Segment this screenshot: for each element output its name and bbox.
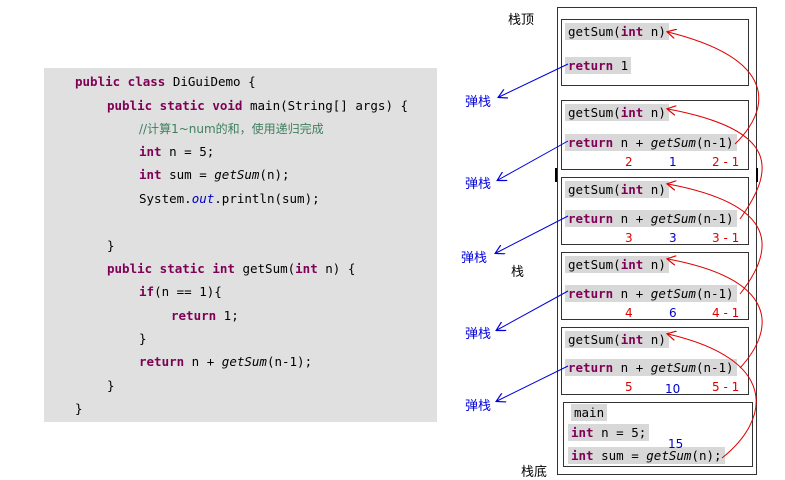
- stack-label: 栈: [511, 265, 525, 280]
- pop-arrow-1: [499, 63, 569, 97]
- code-line-if: if(n == 1){: [139, 284, 222, 299]
- call-arrow-4: [668, 259, 763, 369]
- stack-frame-n3: getSum(int n) return n + getSum(n-1) 3 3…: [561, 177, 749, 245]
- pop-label-3: 弹栈: [461, 251, 488, 266]
- frame-top-return: return 1: [565, 57, 632, 74]
- pop-arrow-2: [498, 140, 569, 180]
- code-line-n: int n = 5;: [139, 144, 215, 159]
- stack-frame-main: main int n = 5; int sum = getSum(n); 15: [563, 402, 753, 467]
- code-line-main: public static void main(String[] args) {: [107, 98, 409, 113]
- code-line-return1: return 1;: [171, 308, 239, 323]
- stack-top-label: 栈顶: [508, 13, 535, 28]
- code-line-class: public class DiGuiDemo {: [75, 74, 256, 89]
- code-line-println: System.out.println(sum);: [139, 191, 320, 206]
- code-line-sum: int sum = getSum(n);: [139, 167, 290, 182]
- call-arrow-1: [668, 32, 760, 145]
- frame-top-header: getSum(int n): [565, 23, 669, 40]
- code-line-close-if: }: [139, 331, 147, 346]
- code-line-getsum: public static int getSum(int n) {: [107, 261, 356, 276]
- frame-n2-arg: 2 - 1: [712, 155, 740, 169]
- call-arrow-2: [668, 109, 763, 220]
- pop-label-1: 弹栈: [465, 95, 492, 110]
- frame-main-line-n: int n = 5;: [568, 424, 650, 441]
- call-arrow-3: [668, 184, 763, 295]
- frame-n3-return: return n + getSum(n-1): [565, 210, 737, 227]
- frame-main-header: main: [571, 404, 608, 421]
- code-line-close-main: }: [107, 238, 115, 253]
- frame-n5-arg: 5 - 1: [712, 380, 740, 394]
- frame-n4-result: 6: [669, 306, 677, 320]
- frame-n3-n-value: 3: [625, 231, 633, 245]
- pop-label-4: 弹栈: [465, 327, 492, 342]
- frame-n5-n-value: 5: [625, 380, 633, 394]
- frame-main-result: 15: [668, 437, 684, 451]
- pop-label-2: 弹栈: [465, 177, 492, 192]
- frame-n5-result: 10: [665, 382, 681, 396]
- stack-frame-n5: getSum(int n) return n + getSum(n-1) 5 1…: [561, 327, 749, 396]
- frame-n4-n-value: 4: [625, 306, 633, 320]
- stack-frame-top: getSum(int n) return 1: [561, 19, 749, 86]
- stack-bottom-label: 栈底: [521, 465, 548, 480]
- frame-n2-result: 1: [669, 155, 677, 169]
- frame-n4-arg: 4 - 1: [712, 306, 740, 320]
- pop-arrow-4: [497, 290, 569, 330]
- frame-n2-return: return n + getSum(n-1): [565, 134, 737, 151]
- code-line-return-rec: return n + getSum(n-1);: [139, 354, 313, 369]
- code-line-close-getsum: }: [107, 378, 115, 393]
- frame-n5-header: getSum(int n): [565, 331, 669, 348]
- code-comment: //计算1~num的和，使用递归完成: [139, 122, 324, 136]
- frame-n3-arg: 3 - 1: [712, 231, 740, 245]
- pop-arrow-5: [497, 365, 569, 401]
- frame-n4-header: getSum(int n): [565, 256, 669, 273]
- pop-arrow-3: [496, 215, 569, 253]
- frame-n2-header: getSum(int n): [565, 104, 669, 121]
- call-arrow-5: [668, 334, 757, 459]
- code-panel: public class DiGuiDemo { public static v…: [44, 68, 437, 422]
- stack-container: [557, 7, 757, 475]
- stack-frame-n4: getSum(int n) return n + getSum(n-1) 4 6…: [561, 252, 749, 320]
- frame-n4-return: return n + getSum(n-1): [565, 285, 737, 302]
- frame-main-line-sum: int sum = getSum(n);: [568, 447, 725, 464]
- frame-n3-header: getSum(int n): [565, 181, 669, 198]
- pop-label-5: 弹栈: [465, 399, 492, 414]
- frame-n3-result: 3: [669, 231, 677, 245]
- frame-n5-return: return n + getSum(n-1): [565, 359, 737, 376]
- frame-n2-n-value: 2: [625, 155, 633, 169]
- stack-frame-n2: getSum(int n) return n + getSum(n-1) 2 1…: [561, 100, 749, 170]
- code-line-close-class: }: [75, 401, 83, 416]
